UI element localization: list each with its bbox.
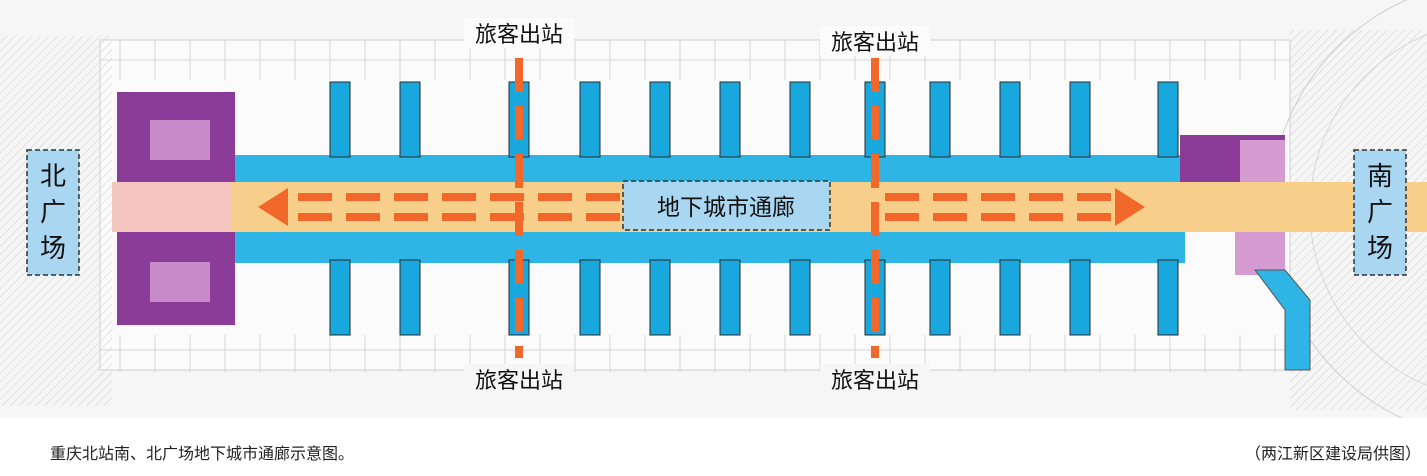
platform-stub-bottom (999, 259, 1021, 336)
platform-stub-top (329, 81, 351, 158)
exit-label-bottom-left: 旅客出站 (475, 369, 563, 394)
platform-stub-top (719, 81, 741, 158)
platform-stubs (329, 81, 1179, 336)
exit-label-bottom-right: 旅客出站 (831, 369, 919, 394)
exit-label-top-left: 旅客出站 (475, 23, 563, 48)
exit-label-top-right: 旅客出站 (831, 31, 919, 56)
exit-labels: 旅客出站 旅客出站 旅客出站 旅客出站 (464, 18, 930, 394)
plaza-label-char: 场 (1367, 234, 1393, 264)
south-plaza-label: 南广场 (1367, 162, 1393, 264)
shop-block-se-pink (1235, 230, 1285, 275)
corridor-label: 地下城市通廊 (657, 195, 795, 221)
platform-stub-top (1069, 81, 1091, 158)
arrowhead-west (258, 188, 288, 226)
figure-credit: （两江新区建设局供图） (1244, 444, 1421, 463)
flow-arrows (290, 58, 1115, 358)
plaza-label-char: 广 (1367, 198, 1393, 228)
arrowhead-east (1115, 188, 1145, 226)
corridor-pink-left (112, 182, 232, 232)
platform-stub-bottom (649, 259, 671, 336)
south-shop-blocks (1180, 135, 1311, 371)
shop-block-sw-pink (150, 262, 210, 302)
south-plaza-label-box (1353, 149, 1407, 276)
north-plaza-label-box (26, 149, 80, 276)
plaza-label-char: 北 (40, 162, 66, 192)
station-plan-diagram: 地下城市通廊 北广场 南广场 旅客出站 旅客出站 旅客出站 旅客出站 (0, 0, 1427, 418)
platform-stub-bottom (789, 259, 811, 336)
shop-block-nw-pink (150, 120, 210, 160)
platform-stub-bottom (399, 259, 421, 336)
south-ramp (1254, 269, 1311, 371)
plaza-label-char: 南 (1367, 162, 1393, 192)
platform-stub-bottom (929, 259, 951, 336)
corridor-label-box (622, 180, 831, 231)
platform-stub-top (399, 81, 421, 158)
platform-stub-top (789, 81, 811, 158)
shop-block-ne-pink (1240, 140, 1285, 185)
platform-stub-top (649, 81, 671, 158)
plaza-label-char: 广 (40, 198, 66, 228)
north-plaza-label: 北广场 (40, 162, 66, 264)
platform-stub-bottom (1069, 259, 1091, 336)
platform-stub-top (999, 81, 1021, 158)
plaza-label-char: 场 (40, 234, 66, 264)
platform-stub-top (579, 81, 601, 158)
platform-stub-bottom (579, 259, 601, 336)
platform-stub-top (929, 81, 951, 158)
platform-stub-top (1157, 81, 1179, 158)
north-shop-blocks (117, 92, 235, 325)
platform-stub-bottom (329, 259, 351, 336)
figure-caption: 重庆北站南、北广场地下城市通廊示意图。 (50, 444, 355, 463)
platform-stub-bottom (719, 259, 741, 336)
platform-stub-bottom (1157, 259, 1179, 336)
